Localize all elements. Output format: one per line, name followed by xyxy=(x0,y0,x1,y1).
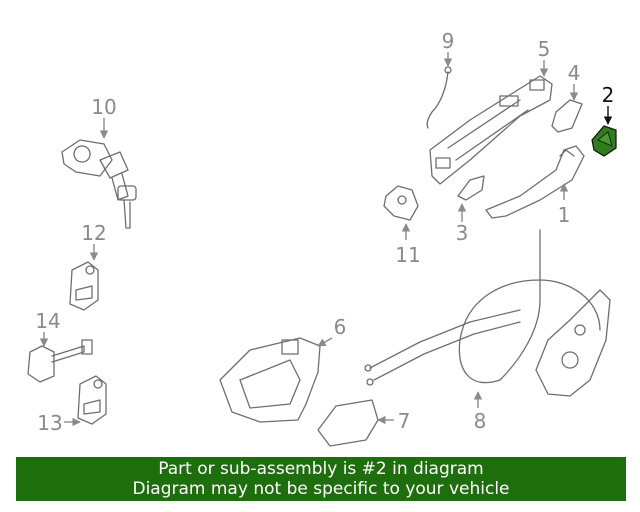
part-6-inside-handle[interactable] xyxy=(219,337,321,423)
part-11-bracket[interactable] xyxy=(383,185,419,221)
part-1-outside-handle[interactable] xyxy=(485,145,585,219)
part-2-handle-cap[interactable] xyxy=(591,125,617,157)
info-banner: Part or sub-assembly is #2 in diagram Di… xyxy=(16,457,626,501)
callout-8: 8 xyxy=(474,409,487,433)
callout-11: 11 xyxy=(395,243,420,267)
part-7-bezel[interactable] xyxy=(317,399,379,447)
part-9-rod[interactable] xyxy=(426,66,452,129)
part-3-gasket[interactable] xyxy=(457,175,485,201)
part-13-striker[interactable] xyxy=(77,375,107,425)
callout-6: 6 xyxy=(334,315,347,339)
callout-4: 4 xyxy=(568,61,581,85)
part-8-latch-cable[interactable] xyxy=(364,229,611,397)
part-14-door-check[interactable] xyxy=(27,339,93,383)
leader-lines xyxy=(39,52,613,427)
callout-7: 7 xyxy=(398,409,411,433)
part-4-gasket[interactable] xyxy=(551,99,583,133)
banner-line-1: Part or sub-assembly is #2 in diagram xyxy=(158,459,484,479)
callout-13: 13 xyxy=(37,411,62,435)
part-5-handle-frame[interactable] xyxy=(429,75,553,185)
banner-line-2: Diagram may not be specific to your vehi… xyxy=(132,479,510,499)
callout-9: 9 xyxy=(442,29,455,53)
callout-14: 14 xyxy=(35,309,60,333)
callout-10: 10 xyxy=(91,95,116,119)
callout-1: 1 xyxy=(558,203,571,227)
callout-labels: 10 12 14 13 9 5 4 2 1 3 11 6 7 8 xyxy=(35,29,614,435)
callout-2: 2 xyxy=(602,83,615,107)
parts-diagram: 10 12 14 13 9 5 4 2 1 3 11 6 7 8 xyxy=(27,29,617,447)
callout-3: 3 xyxy=(456,221,469,245)
part-12-striker[interactable] xyxy=(69,261,99,311)
callout-5: 5 xyxy=(538,37,551,61)
callout-12: 12 xyxy=(81,221,106,245)
part-10-lock-cylinder[interactable] xyxy=(61,139,137,229)
